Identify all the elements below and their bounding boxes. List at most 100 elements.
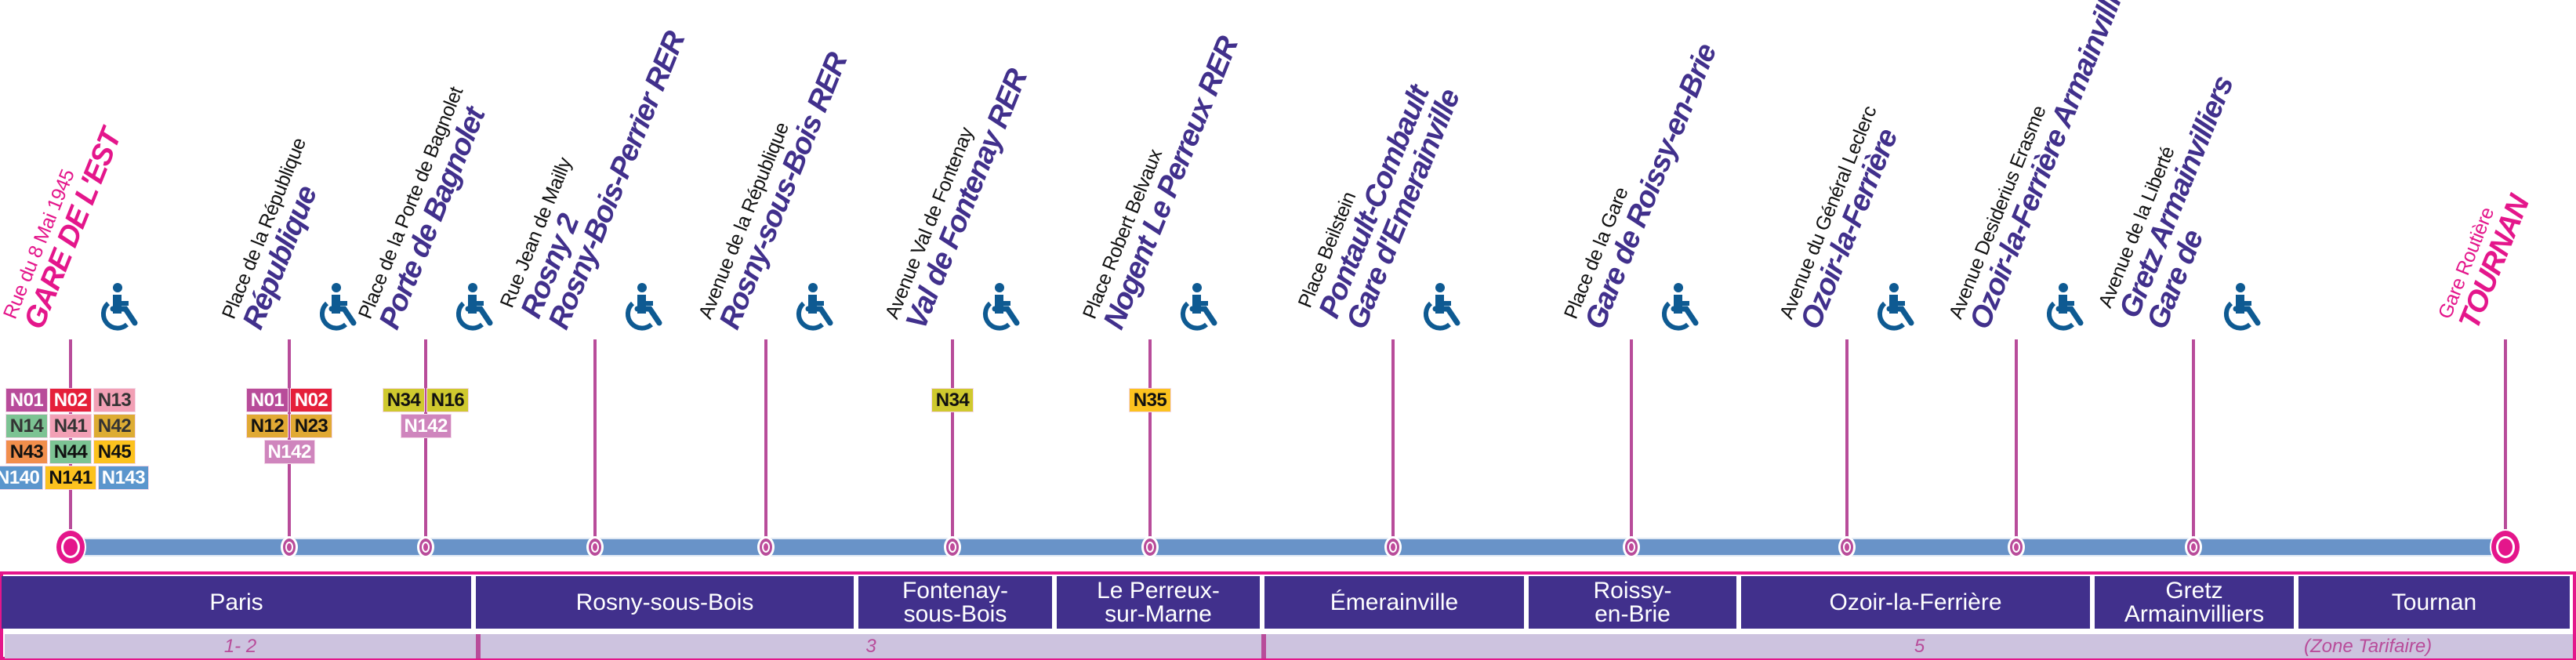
wheelchair-accessible-icon — [789, 282, 835, 332]
commune-name: Gretz Armainvilliers — [2124, 577, 2265, 627]
stop-name: Gare de Roissy-en-Brie — [1578, 39, 1723, 334]
wheelchair-accessible-icon — [619, 282, 664, 332]
bus-line-badge-n01[interactable]: N01 — [246, 388, 288, 412]
zone-note: (Zone Tarifaire) — [2304, 634, 2432, 658]
bus-line-badge-n12[interactable]: N12 — [246, 414, 288, 438]
stop-marker — [757, 536, 775, 558]
bus-line-badge-n45[interactable]: N45 — [93, 440, 136, 464]
bus-line-badge-row: N142 — [263, 440, 315, 464]
commune-cell: Émerainville — [1264, 576, 1524, 629]
stop-connector-line — [1148, 339, 1152, 539]
zone-label: 5 — [1914, 635, 1925, 657]
stop-connector-line — [764, 339, 767, 539]
commune-cell: Gretz Armainvilliers — [2095, 576, 2294, 629]
stop-name: Nogent Le Perreux RER — [1097, 32, 1245, 334]
zone-band-3: 3 — [481, 634, 1261, 658]
wheelchair-accessible-icon — [313, 282, 358, 332]
bus-line-badge-n01[interactable]: N01 — [5, 388, 48, 412]
bus-line-badge-n35[interactable]: N35 — [1129, 388, 1171, 412]
bus-line-badge-n41[interactable]: N41 — [49, 414, 92, 438]
zone-separator — [1261, 634, 1266, 658]
wheelchair-accessible-icon — [976, 282, 1021, 332]
bus-line-badge-n34[interactable]: N34 — [931, 388, 974, 412]
commune-name: Paris — [209, 589, 263, 615]
commune-cell: Paris — [2, 576, 471, 629]
bus-line-badge-n142[interactable]: N142 — [400, 414, 452, 438]
wheelchair-accessible-icon — [449, 282, 495, 332]
commune-cell: Fontenay- sous-Bois — [858, 576, 1052, 629]
stop-connector-line — [1630, 339, 1633, 539]
stop-marker — [2008, 536, 2025, 558]
commune-cell: Tournan — [2298, 576, 2570, 629]
stop-marker — [1141, 536, 1159, 558]
commune-name: Fontenay- sous-Bois — [902, 577, 1009, 627]
stop-marker — [417, 536, 434, 558]
bus-line-badge-n34[interactable]: N34 — [383, 388, 425, 412]
bus-line-badge-n143[interactable]: N143 — [97, 466, 150, 490]
commune-name: Ozoir-la-Ferrière — [1829, 589, 2002, 615]
stop-connector-line — [1391, 339, 1395, 539]
stop-marker — [1838, 536, 1856, 558]
commune-name: Rosny-sous-Bois — [575, 589, 754, 615]
bus-line-badge-n13[interactable]: N13 — [93, 388, 136, 412]
stop-connector-line — [2015, 339, 2018, 539]
bus-line-badge-n141[interactable]: N141 — [45, 466, 96, 490]
stop-connector-line — [69, 339, 72, 539]
wheelchair-accessible-icon — [1417, 282, 1462, 332]
stop-connector-line — [2504, 339, 2507, 539]
wheelchair-accessible-icon — [2217, 282, 2262, 332]
terminus-marker — [2490, 529, 2521, 565]
bus-line-badge-n42[interactable]: N42 — [93, 414, 136, 438]
stop-connector-line — [593, 339, 597, 539]
zone-label: 1- 2 — [223, 635, 257, 657]
bus-line-badge-row: N34 — [931, 388, 974, 412]
bus-line-badge-n44[interactable]: N44 — [49, 440, 92, 464]
stop-connector-line — [951, 339, 954, 539]
commune-name: Roissy- en-Brie — [1593, 577, 1672, 627]
bus-line-badge-n02[interactable]: N02 — [290, 388, 332, 412]
zone-band-5: 5 — [1266, 634, 2573, 658]
stop-marker — [1623, 536, 1640, 558]
zone-note-text: (Zone Tarifaire) — [2304, 635, 2433, 657]
stop-connector-line — [424, 339, 427, 539]
zone-strip: Paris Rosny-sous-Bois Fontenay- sous-Bois L… — [0, 571, 2576, 660]
bus-line-badge-n23[interactable]: N23 — [290, 414, 332, 438]
zone-separator — [476, 634, 481, 658]
commune-cell: Le Perreux- sur-Marne — [1057, 576, 1260, 629]
stop-connector-line — [1845, 339, 1849, 539]
wheelchair-accessible-icon — [1174, 282, 1219, 332]
commune-cell: Roissy- en-Brie — [1529, 576, 1736, 629]
stop-marker — [944, 536, 961, 558]
zone-label: 3 — [865, 635, 876, 657]
bus-line-badge-n16[interactable]: N16 — [426, 388, 469, 412]
wheelchair-accessible-icon — [1870, 282, 1916, 332]
stop-connector-line — [288, 339, 291, 539]
commune-cell: Rosny-sous-Bois — [476, 576, 854, 629]
bus-line-badge-n14[interactable]: N14 — [5, 414, 48, 438]
wheelchair-accessible-icon — [1655, 282, 1700, 332]
bus-line-badge-row: N35 — [1129, 388, 1171, 412]
wheelchair-accessible-icon — [94, 282, 140, 332]
stop-marker — [2185, 536, 2202, 558]
stop-connector-line — [2192, 339, 2195, 539]
bus-line-badge-n02[interactable]: N02 — [49, 388, 92, 412]
wheelchair-accessible-icon — [2040, 282, 2085, 332]
zone-band-1: 1- 2 — [5, 634, 476, 658]
commune-name: Émerainville — [1330, 589, 1459, 615]
bus-line-badge-n142[interactable]: N142 — [263, 440, 315, 464]
commune-name: Le Perreux- sur-Marne — [1097, 577, 1220, 627]
bus-line-badge-n43[interactable]: N43 — [5, 440, 48, 464]
commune-name: Tournan — [2391, 589, 2477, 615]
terminus-marker — [55, 529, 86, 565]
stop-marker — [1384, 536, 1402, 558]
bus-line-badge-n140[interactable]: N140 — [0, 466, 44, 490]
stop-marker — [281, 536, 298, 558]
stop-marker — [586, 536, 604, 558]
